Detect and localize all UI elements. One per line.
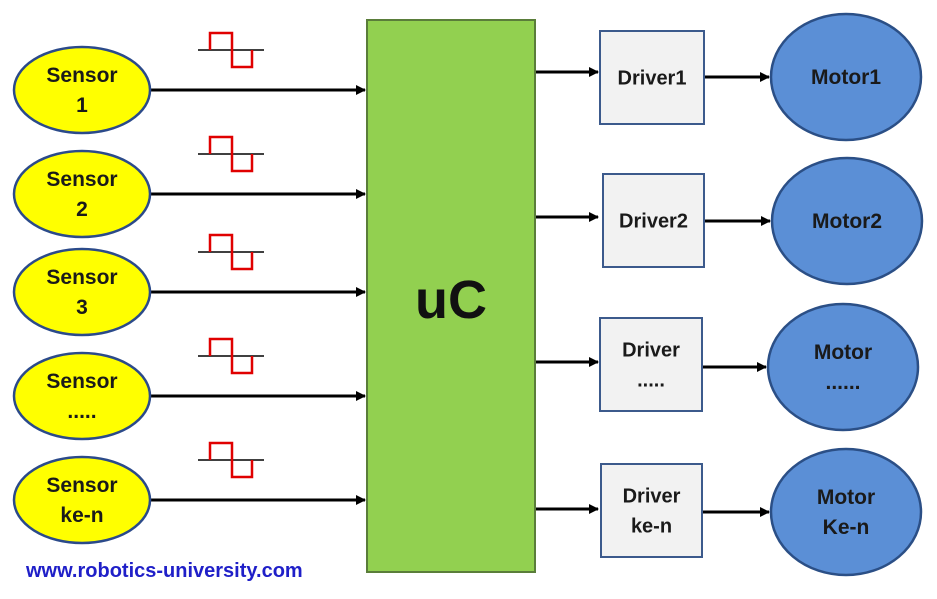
driver-4: Driver ke-n (600, 463, 703, 558)
sensor-3-label-line2: 3 (76, 296, 88, 319)
driver-rect (599, 317, 703, 412)
sensor-2-label-line2: 2 (76, 198, 88, 221)
sensor-2: Sensor 2 (12, 149, 152, 239)
sensor-1-label-line2: 1 (76, 94, 88, 117)
motor-ellipse (766, 302, 920, 432)
driver-rect (599, 30, 705, 125)
sensor-1: Sensor 1 (12, 45, 152, 135)
driver-1-label-line1: Driver1 (618, 68, 687, 90)
microcontroller-rect (366, 19, 536, 573)
motor-4-label-line2: Ke-n (823, 516, 870, 539)
microcontroller-label: uC (415, 270, 487, 330)
driver-rect (602, 173, 705, 268)
driver-4-label-line2: ke-n (631, 516, 672, 538)
sensor-3-label-line1: Sensor (46, 266, 117, 289)
driver-rect (600, 463, 703, 558)
sensor-4-label-line1: Sensor (46, 370, 117, 393)
square-wave-icon (198, 233, 264, 271)
sensor-ellipse (12, 149, 152, 239)
microcontroller-block: uC (366, 19, 536, 573)
sensor-5-label-line2: ke-n (60, 504, 103, 527)
square-wave-icon (198, 135, 264, 173)
sensor-4-label-line2: ..... (67, 400, 96, 423)
square-wave-icon (198, 337, 264, 375)
driver-3: Driver..... (599, 317, 703, 412)
motor-1: Motor1 (769, 12, 923, 142)
sensor-ellipse (12, 45, 152, 135)
sensor-4: Sensor..... (12, 351, 152, 441)
motor-ellipse (769, 447, 923, 577)
sensor-5: Sensor ke-n (12, 455, 152, 545)
sensor-ellipse (12, 455, 152, 545)
motor-3-label-line2: ...... (825, 371, 860, 394)
driver-2: Driver2 (602, 173, 705, 268)
square-wave-icon (198, 441, 264, 479)
driver-3-label-line2: ..... (637, 370, 665, 392)
sensor-2-label-line1: Sensor (46, 168, 117, 191)
motor-2-label-line1: Motor2 (812, 210, 882, 233)
driver-4-label-line1: Driver (623, 486, 681, 508)
motor-ellipse (769, 12, 923, 142)
motor-3: Motor...... (766, 302, 920, 432)
motor-2: Motor2 (770, 156, 924, 286)
motor-ellipse (770, 156, 924, 286)
sensor-3: Sensor 3 (12, 247, 152, 337)
driver-2-label-line1: Driver2 (619, 211, 688, 233)
driver-1: Driver1 (599, 30, 705, 125)
website-footer: www.robotics-university.com (26, 560, 303, 582)
motor-3-label-line1: Motor (814, 341, 872, 364)
motor-1-label-line1: Motor1 (811, 66, 881, 89)
sensor-5-label-line1: Sensor (46, 474, 117, 497)
square-wave-icon (198, 31, 264, 69)
sensor-1-label-line1: Sensor (46, 64, 117, 87)
motor-4-label-line1: Motor (817, 486, 875, 509)
sensor-ellipse (12, 351, 152, 441)
driver-3-label-line1: Driver (622, 340, 680, 362)
sensor-ellipse (12, 247, 152, 337)
